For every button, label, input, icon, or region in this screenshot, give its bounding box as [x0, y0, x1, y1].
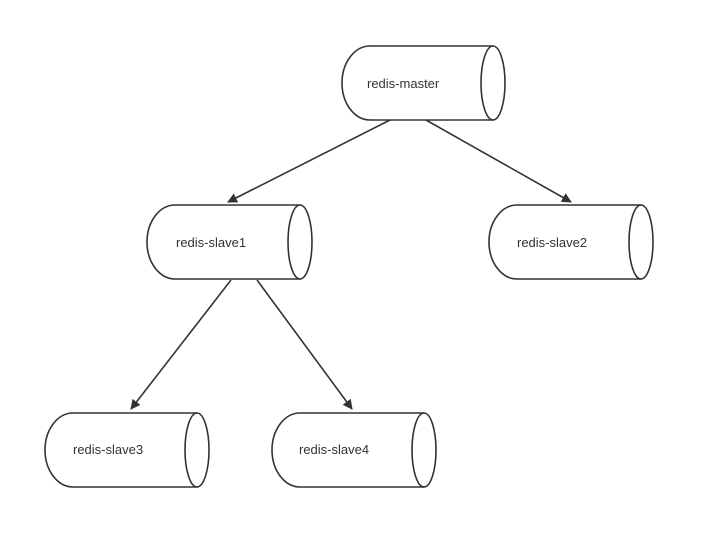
- node-redis-slave2[interactable]: redis-slave2: [488, 204, 654, 280]
- node-label: redis-slave1: [176, 235, 246, 250]
- node-label: redis-master: [367, 76, 440, 91]
- edge-master-slave2: [425, 119, 572, 203]
- edges: [130, 119, 572, 410]
- edge-slave1-slave4: [256, 279, 353, 410]
- edge-slave1-slave3: [130, 279, 232, 410]
- node-redis-slave3[interactable]: redis-slave3: [44, 412, 210, 488]
- node-redis-master[interactable]: redis-master: [341, 45, 506, 121]
- edge-master-slave1: [227, 119, 391, 203]
- node-label: redis-slave3: [73, 442, 143, 457]
- node-redis-slave1[interactable]: redis-slave1: [146, 204, 313, 280]
- node-redis-slave4[interactable]: redis-slave4: [271, 412, 437, 488]
- node-label: redis-slave4: [299, 442, 369, 457]
- node-label: redis-slave2: [517, 235, 587, 250]
